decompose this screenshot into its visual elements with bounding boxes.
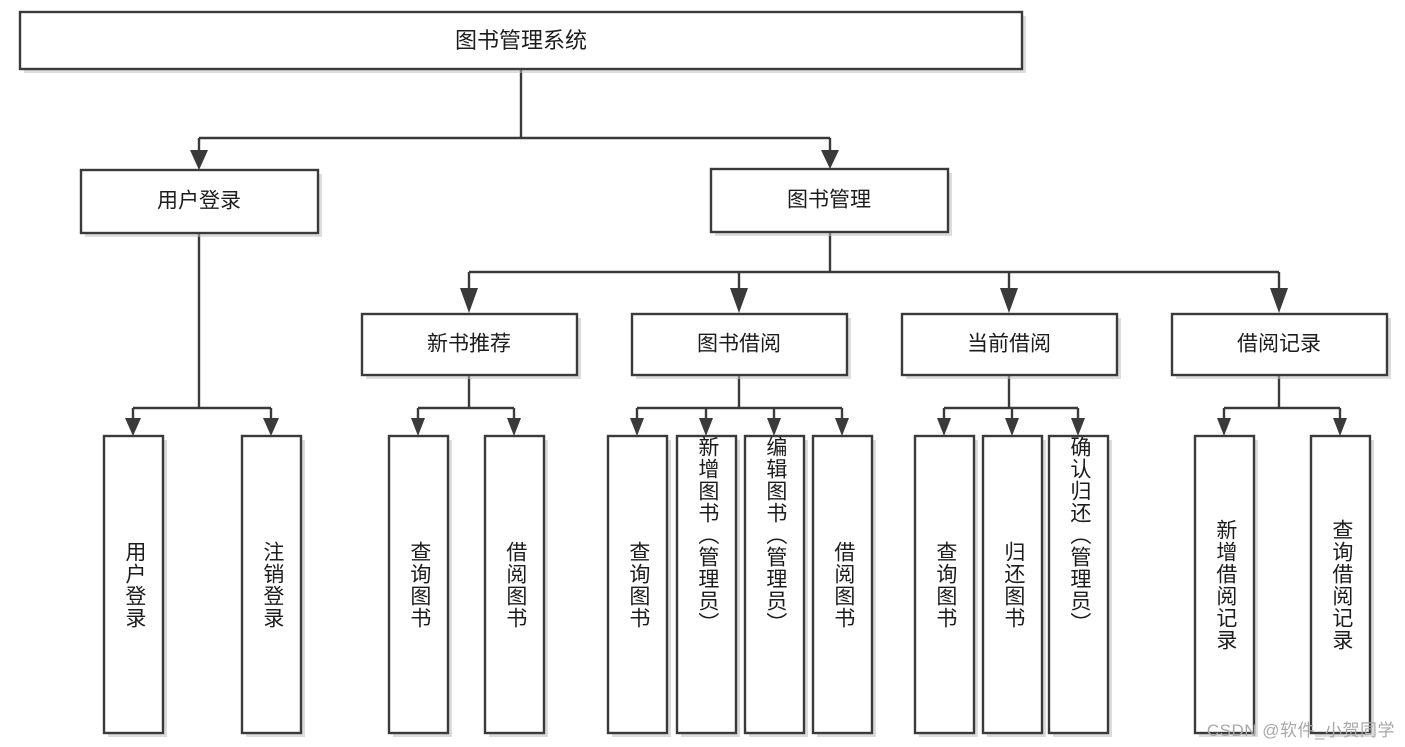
- edge-group-current-borrow: [937, 375, 1085, 436]
- leaf-return-book-box[interactable]: [981, 434, 1044, 735]
- arrow-head-current-borrow: [1000, 288, 1018, 313]
- node-new-book-rec[interactable]: 新书推荐: [360, 312, 581, 379]
- node-borrow-record[interactable]: 借阅记录: [1170, 312, 1391, 379]
- node-user-login-label: 用户登录: [157, 190, 241, 213]
- arrow-head-new-book-rec: [460, 288, 478, 313]
- node-user-login-box: [79, 168, 320, 235]
- arrow-head-leaf-edit-book: [767, 418, 781, 436]
- edge-group-book-manage: [460, 232, 1288, 313]
- node-book-borrow-label: 图书借阅: [697, 333, 781, 356]
- arrow-head-borrow-record: [1270, 288, 1288, 313]
- arrow-head-leaf-query-book-2: [630, 418, 644, 436]
- node-current-borrow-box: [900, 312, 1119, 377]
- arrow-head-user-login: [190, 150, 208, 170]
- leaf-query-record-box[interactable]: [1309, 434, 1372, 735]
- node-book-borrow[interactable]: 图书借阅: [630, 312, 851, 379]
- leaf-node-group: [102, 434, 1374, 737]
- node-current-borrow[interactable]: 当前借阅: [900, 312, 1121, 379]
- leaf-borrow-book-1-box[interactable]: [483, 434, 546, 735]
- edge-group-book-borrow: [630, 375, 849, 436]
- leaf-confirm-return-box[interactable]: [1047, 434, 1110, 735]
- leaf-query-book-1-box[interactable]: [387, 434, 450, 735]
- arrow-head-leaf-confirm-return: [1071, 418, 1085, 436]
- arrow-head-leaf-borrow-book-2: [835, 418, 849, 436]
- edge-group-root: [190, 69, 839, 170]
- arrow-head-leaf-query-record: [1333, 418, 1347, 436]
- node-borrow-record-box: [1170, 312, 1389, 377]
- node-borrow-record-label: 借阅记录: [1237, 333, 1321, 356]
- leaf-logout-box[interactable]: [240, 434, 303, 735]
- arrow-head-leaf-query-book-1: [411, 418, 425, 436]
- node-new-book-rec-label: 新书推荐: [427, 333, 511, 356]
- leaf-edit-book-box[interactable]: [743, 434, 806, 735]
- edge-group-borrow-record: [1217, 375, 1347, 436]
- arrow-head-leaf-return-book: [1005, 418, 1019, 436]
- leaf-add-record-box[interactable]: [1193, 434, 1256, 735]
- csdn-watermark: CSDN @软件_小贺同学: [1206, 721, 1395, 740]
- arrow-head-leaf-add-book: [699, 418, 713, 436]
- node-book-manage-label: 图书管理: [787, 189, 871, 212]
- leaf-add-book-box[interactable]: [675, 434, 738, 735]
- node-book-manage[interactable]: 图书管理: [709, 167, 952, 236]
- arrow-head-leaf-logout: [263, 418, 279, 436]
- node-book-borrow-box: [630, 312, 849, 377]
- leaf-borrow-book-2-box[interactable]: [811, 434, 874, 735]
- edge-group-user-login: [125, 233, 279, 436]
- node-user-login[interactable]: 用户登录: [79, 168, 322, 237]
- edge-group-new-book-rec: [411, 375, 521, 436]
- arrow-head-leaf-user-login: [125, 418, 141, 436]
- node-root-label: 图书管理系统: [455, 28, 587, 53]
- arrow-head-leaf-borrow-book-1: [507, 418, 521, 436]
- leaf-query-book-2-box[interactable]: [606, 434, 669, 735]
- leaf-query-book-3-box[interactable]: [913, 434, 976, 735]
- node-new-book-rec-box: [360, 312, 579, 377]
- arrow-head-leaf-query-book-3: [937, 418, 951, 436]
- node-book-manage-box: [709, 167, 950, 234]
- arrow-head-book-manage: [821, 150, 839, 169]
- node-root-box: [18, 10, 1024, 71]
- leaf-user-login-box[interactable]: [102, 434, 165, 735]
- arrow-head-book-borrow: [730, 288, 748, 313]
- node-current-borrow-label: 当前借阅: [967, 333, 1051, 356]
- arrow-head-leaf-add-record: [1217, 418, 1231, 436]
- node-root[interactable]: 图书管理系统: [18, 10, 1026, 73]
